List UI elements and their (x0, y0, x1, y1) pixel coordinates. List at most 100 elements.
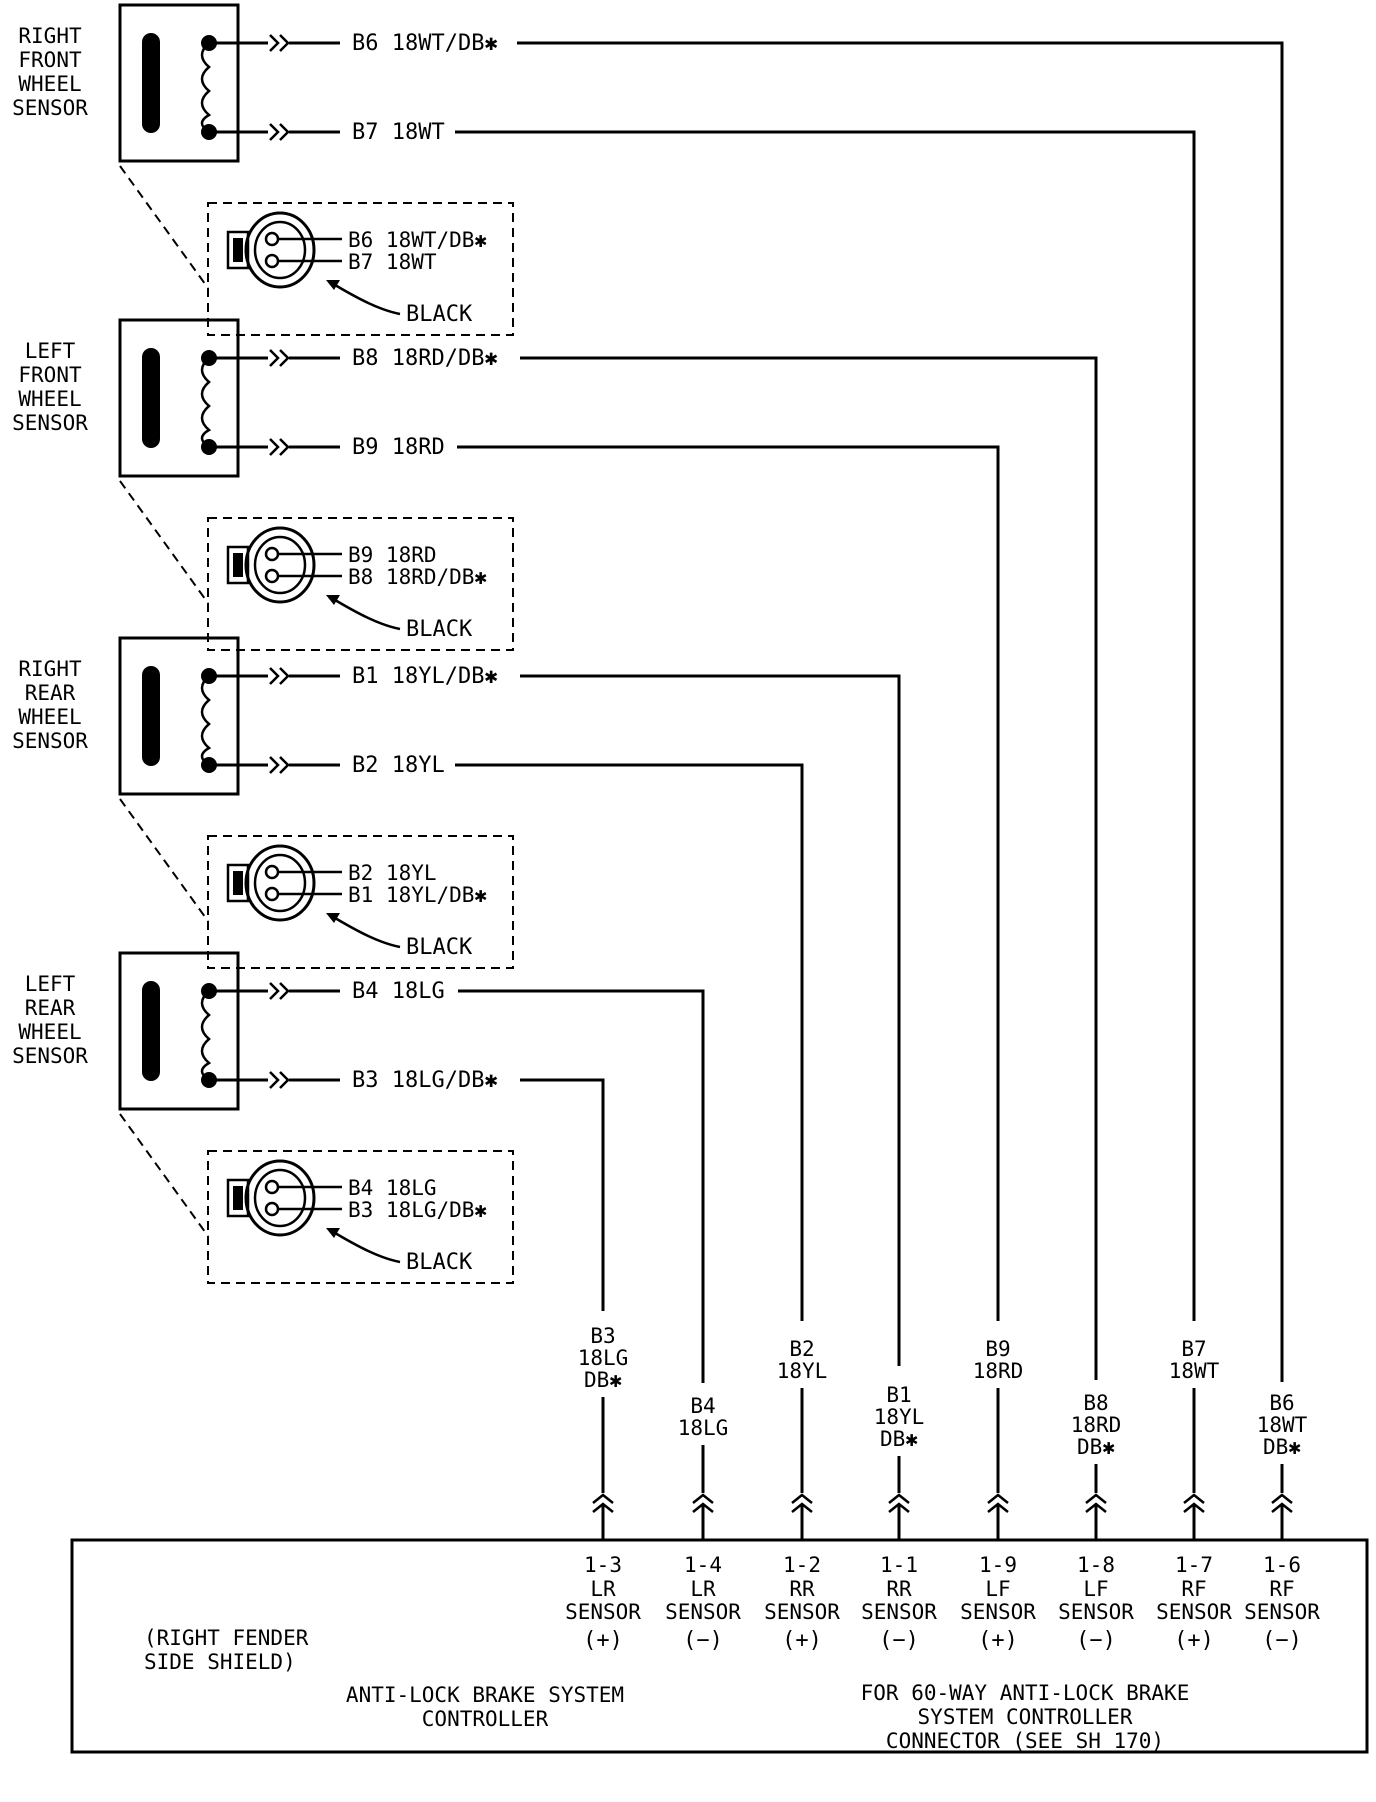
connector-latch (226, 230, 250, 270)
terminal-polarity: (−) (683, 1628, 723, 1653)
sensor-name-line: WHEEL (18, 387, 81, 411)
terminal-wire-label: 18YL (874, 1405, 925, 1429)
sensor-name-line: SENSOR (12, 1044, 88, 1068)
wire-run (520, 674, 901, 1366)
in-line-connector-icon (269, 1071, 290, 1089)
sensor-name-line: RIGHT (18, 657, 82, 681)
sensor-name-line: SENSOR (12, 729, 88, 753)
terminal-polarity: (+) (583, 1628, 623, 1653)
connector-latch (226, 863, 250, 903)
sensor-name-line: SENSOR (12, 411, 88, 435)
in-line-connector-icon (269, 982, 290, 1000)
terminal-sensor-word: SENSOR (665, 1600, 741, 1624)
color-callout-line (329, 595, 401, 631)
arrow-icon (326, 595, 340, 605)
sensor-name-line: RIGHT (18, 24, 82, 48)
terminal-wire-label: DB✱ (1077, 1435, 1115, 1459)
sensor-box (118, 636, 240, 796)
sensor-box (118, 318, 240, 478)
terminal-wire-label: 18WT (1169, 1359, 1220, 1383)
terminal-wire-label: B7 (1181, 1337, 1206, 1361)
connector-inner (253, 220, 307, 280)
terminal-polarity: (−) (879, 1628, 919, 1653)
coil-winding (200, 675, 212, 767)
connector-pin-label: B4 18LG (348, 1176, 437, 1200)
connector-cavity (264, 886, 280, 902)
terminal-wire-label: B3 (590, 1324, 615, 1348)
terminal-wire-label: 18LG (678, 1416, 729, 1440)
controller-connector-icon (692, 1493, 714, 1513)
leader-line (119, 1113, 209, 1237)
terminal-sensor-name: LF (1083, 1577, 1108, 1601)
connector-latch-slot (233, 238, 243, 262)
connector-shell (244, 526, 316, 604)
connector-pin-label: B3 18LG/DB✱ (348, 1198, 487, 1222)
coil-winding (200, 990, 212, 1082)
terminal-pin-number: 1-1 (880, 1553, 918, 1577)
terminal-wire-label: B1 (886, 1383, 911, 1407)
sensor-name-line: FRONT (18, 363, 82, 387)
connector-pin-label: B6 18WT/DB✱ (348, 228, 487, 252)
terminal-wire-label: DB✱ (1263, 1435, 1301, 1459)
terminal-pin-number: 1-4 (684, 1553, 722, 1577)
connector-view-box (207, 202, 514, 336)
controller-location: (RIGHT FENDER (144, 1626, 309, 1650)
controller-connector-note: SYSTEM CONTROLLER (918, 1705, 1133, 1729)
in-line-connector-icon (269, 438, 290, 456)
sensor-name-line: FRONT (18, 48, 82, 72)
terminal-sensor-word: SENSOR (764, 1600, 840, 1624)
wire-run (458, 989, 705, 1383)
color-callout-line (329, 1228, 401, 1264)
terminal-sensor-name: RR (789, 1577, 815, 1601)
terminal-wire-label: 18LG (578, 1346, 629, 1370)
connector-latch-slot (233, 1186, 243, 1210)
connector-latch (226, 1178, 250, 1218)
sensor-name-line: REAR (25, 996, 76, 1020)
terminal-sensor-word: SENSOR (960, 1600, 1036, 1624)
terminal-wire-label: B2 (789, 1337, 814, 1361)
connector-pin-label: B9 18RD (348, 543, 437, 567)
terminal-wire-label: 18YL (777, 1359, 828, 1383)
terminal-sensor-word: SENSOR (565, 1600, 641, 1624)
connector-shell (244, 1159, 316, 1237)
terminal-pin-number: 1-7 (1175, 1553, 1213, 1577)
terminal-wire-label: B8 (1083, 1391, 1108, 1415)
terminal-sensor-name: LR (690, 1577, 716, 1601)
coil-winding (200, 42, 212, 134)
terminal-pin-number: 1-8 (1077, 1553, 1115, 1577)
connector-cavity (264, 546, 280, 562)
terminal-wire-label: 18RD (973, 1359, 1024, 1383)
leader-line (119, 480, 209, 604)
wire-run (520, 1078, 605, 1311)
terminal-sensor-name: RF (1269, 1577, 1294, 1601)
wire-label: B4 18LG (352, 979, 445, 1004)
sensor-box (118, 951, 240, 1111)
terminal-pin-number: 1-3 (584, 1553, 622, 1577)
sensor-magnet (142, 348, 160, 448)
wire-run (520, 356, 1098, 1380)
connector-view-box (207, 1150, 514, 1284)
terminal-polarity: (−) (1262, 1628, 1302, 1653)
terminal-sensor-name: RR (886, 1577, 912, 1601)
connector-cavity (264, 568, 280, 584)
connector-inner (253, 853, 307, 913)
terminal-polarity: (+) (1174, 1628, 1214, 1653)
controller-name: ANTI-LOCK BRAKE SYSTEM (346, 1683, 624, 1707)
wire-label: B7 18WT (352, 120, 445, 145)
sensor-name-line: LEFT (25, 972, 76, 996)
connector-cavity (264, 253, 280, 269)
color-callout-line (329, 280, 401, 316)
connector-color-label: BLACK (406, 302, 473, 327)
connector-view-box (207, 517, 514, 651)
wire-label: B8 18RD/DB✱ (352, 346, 498, 371)
controller-connector-icon (791, 1493, 813, 1513)
terminal-sensor-name: LF (985, 1577, 1010, 1601)
connector-color-label: BLACK (406, 1250, 473, 1275)
terminal-sensor-name: LR (590, 1577, 616, 1601)
